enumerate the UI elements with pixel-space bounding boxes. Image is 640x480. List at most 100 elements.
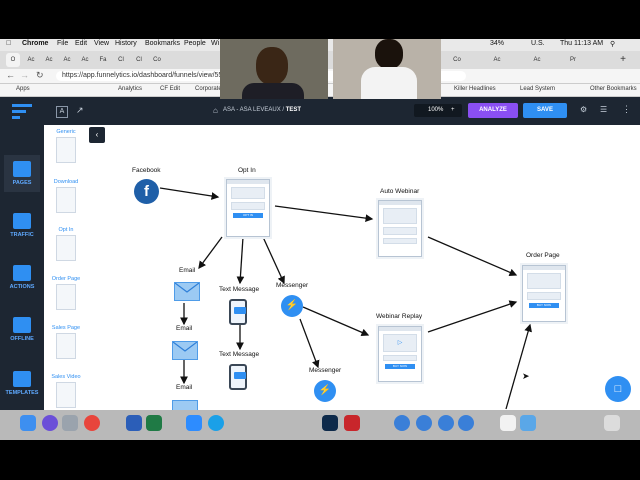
browser-tab[interactable]: Co xyxy=(153,57,161,63)
zoom-icon[interactable] xyxy=(186,415,202,431)
browser-tab[interactable]: Pr xyxy=(570,57,576,63)
person-head xyxy=(375,39,403,69)
palette-item-order-page[interactable]: Order Page xyxy=(48,276,84,310)
trash-icon[interactable] xyxy=(604,415,620,431)
text-tool-icon[interactable]: A xyxy=(56,106,68,118)
breadcrumb-folder[interactable]: ASA - ASA LEVEAUX xyxy=(223,107,281,113)
bookmark-other[interactable]: Other Bookmarks xyxy=(590,86,637,92)
input-locale[interactable]: U.S. xyxy=(531,40,545,47)
breadcrumb-project: TEST xyxy=(285,107,302,113)
nav-templates[interactable]: TEMPLATES xyxy=(4,371,40,396)
browser-tab[interactable]: Ac xyxy=(533,57,541,63)
collapse-panel-button[interactable]: ‹ xyxy=(89,127,105,143)
globe-icon[interactable] xyxy=(458,415,474,431)
facebook-node[interactable]: f xyxy=(134,179,159,204)
text-message-node[interactable] xyxy=(229,364,247,390)
siri-icon[interactable] xyxy=(42,415,58,431)
palette-label: Order Page xyxy=(51,276,81,282)
globe-icon[interactable] xyxy=(438,415,454,431)
analyze-button[interactable]: ANALYZE xyxy=(468,103,518,118)
connection-lines xyxy=(159,187,532,410)
email-node[interactable] xyxy=(174,282,200,301)
settings-icon[interactable]: ☰ xyxy=(600,105,608,114)
excel-icon[interactable] xyxy=(146,415,162,431)
page-thumbnail xyxy=(56,187,76,213)
browser-tab[interactable]: Ac xyxy=(27,57,35,63)
chat-widget-button[interactable]: □ xyxy=(605,376,631,402)
new-tab-icon[interactable]: + xyxy=(620,54,626,65)
palette-item-sales-video[interactable]: Sales Video xyxy=(48,374,84,408)
email-node[interactable] xyxy=(172,400,198,411)
funnel-canvas[interactable]: ‹ Facebook f Opt In OPT IN Auto Webinar xyxy=(88,125,640,411)
browser-tab[interactable]: Cl xyxy=(118,57,124,63)
nav-pages[interactable]: PAGES xyxy=(4,155,40,192)
menu-wi[interactable]: Wi xyxy=(211,40,220,47)
menu-dots-icon[interactable]: ⋮ xyxy=(622,104,631,114)
chrome-icon[interactable] xyxy=(84,415,100,431)
bookmark-apps[interactable]: Apps xyxy=(16,86,30,92)
expand-icon[interactable]: ↗ xyxy=(76,105,84,115)
menu-bookmarks[interactable]: Bookmarks xyxy=(145,40,181,47)
back-icon[interactable]: ← xyxy=(6,70,15,80)
browser-tab[interactable]: Ac xyxy=(493,57,501,63)
browser-tab[interactable]: O xyxy=(6,53,20,67)
bookmark-corporate[interactable]: Corporate xyxy=(195,86,222,92)
browser-tab[interactable]: Ac xyxy=(63,57,71,63)
menu-edit[interactable]: Edit xyxy=(75,40,88,47)
browser-tab[interactable]: Cl xyxy=(136,57,142,63)
zoom-in-icon[interactable]: + xyxy=(451,107,455,113)
messenger-node[interactable]: ⚡ xyxy=(314,380,336,402)
skype-icon[interactable] xyxy=(208,415,224,431)
webinar-replay-page-node[interactable]: ▷ BUY NOW xyxy=(378,326,422,382)
browser-tab[interactable]: Co xyxy=(453,57,461,63)
optin-page-node[interactable]: OPT IN xyxy=(226,179,270,237)
clock[interactable]: Thu 11:13 AM xyxy=(560,40,604,47)
bookmark-lead-system[interactable]: Lead System xyxy=(520,86,556,92)
bookmark-killer-headlines[interactable]: Killer Headlines xyxy=(454,86,496,92)
nav-actions[interactable]: ACTIONS xyxy=(4,265,40,290)
pages-icon xyxy=(13,161,31,177)
globe-icon[interactable] xyxy=(394,415,410,431)
browser-tab[interactable]: Ac xyxy=(45,57,53,63)
nav-traffic[interactable]: TRAFFIC xyxy=(4,213,40,238)
bookmark-cf-edit[interactable]: CF Edit xyxy=(160,86,181,92)
finder-icon[interactable] xyxy=(20,415,36,431)
save-button[interactable]: SAVE xyxy=(523,103,567,118)
globe-icon[interactable] xyxy=(416,415,432,431)
text-message-node[interactable] xyxy=(229,299,247,325)
search-icon[interactable]: ⚲ xyxy=(610,41,616,48)
document-icon[interactable] xyxy=(500,415,516,431)
nav-offline[interactable]: OFFLINE xyxy=(4,317,40,342)
menu-app-name[interactable]: Chrome xyxy=(22,40,49,47)
palette-item-sales-page[interactable]: Sales Page xyxy=(48,325,84,359)
word-icon[interactable] xyxy=(126,415,142,431)
menu-view[interactable]: View xyxy=(94,40,110,47)
connection-line xyxy=(262,236,285,285)
order-page-node[interactable]: BUY NOW xyxy=(522,265,566,322)
battery-status[interactable]: 34% xyxy=(490,40,505,47)
auto-webinar-page-node[interactable] xyxy=(378,200,422,257)
bookmark-analytics[interactable]: Analytics xyxy=(118,86,143,92)
reload-icon[interactable]: ↻ xyxy=(36,70,44,80)
folder-icon[interactable] xyxy=(520,415,536,431)
messenger-node[interactable]: ⚡ xyxy=(281,295,303,317)
app-icon[interactable] xyxy=(344,415,360,431)
page-block xyxy=(383,355,417,361)
funnelytics-logo[interactable] xyxy=(10,101,34,121)
palette-item-download[interactable]: Download xyxy=(48,179,84,213)
apple-icon[interactable]:  xyxy=(6,40,11,47)
zoom-control[interactable]: 100% + xyxy=(414,104,462,117)
home-icon[interactable]: ⌂ xyxy=(213,106,218,115)
menu-people[interactable]: People xyxy=(184,40,206,47)
browser-tab[interactable]: Fa xyxy=(99,57,107,63)
menu-history[interactable]: History xyxy=(115,40,137,47)
share-icon[interactable]: ⚙ xyxy=(580,105,588,114)
menu-file[interactable]: File xyxy=(57,40,69,47)
photoshop-icon[interactable] xyxy=(322,415,338,431)
browser-tab[interactable]: Ac xyxy=(81,57,89,63)
launchpad-icon[interactable] xyxy=(62,415,78,431)
forward-icon[interactable]: → xyxy=(20,70,29,80)
email-node[interactable] xyxy=(172,341,198,360)
palette-item-opt-in[interactable]: Opt In xyxy=(48,227,84,261)
palette-item-generic[interactable]: Generic xyxy=(48,129,84,163)
